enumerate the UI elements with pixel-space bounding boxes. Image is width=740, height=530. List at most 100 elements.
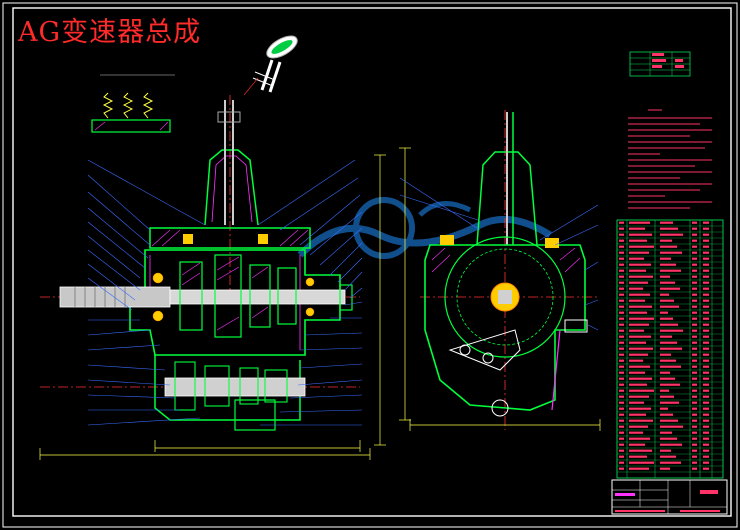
parts-list-cell-text	[629, 263, 651, 266]
parts-list-cell-text	[629, 467, 649, 470]
parts-list-cell-text	[692, 389, 697, 392]
parts-list-cell-text	[619, 227, 624, 230]
parts-list-cell-text	[619, 401, 624, 404]
parts-list-cell-text	[619, 341, 624, 344]
parts-list-cell-text	[629, 443, 645, 446]
parts-list-cell-text	[660, 257, 671, 260]
parts-list-cell-text	[619, 233, 624, 236]
parts-list-table	[616, 219, 724, 479]
parts-list-cell-text	[629, 299, 645, 302]
parts-list-cell-text	[692, 263, 697, 266]
parts-list-cell-text	[629, 461, 654, 464]
parts-list-cell-text	[703, 353, 709, 356]
parts-list-cell-text	[660, 293, 669, 296]
parts-list-cell-text	[660, 419, 678, 422]
parts-list-cell-text	[619, 323, 624, 326]
parts-list-cell-text	[629, 419, 653, 422]
parts-list-cell-text	[692, 359, 697, 362]
parts-list-cell-text	[703, 275, 709, 278]
parts-list-cell-text	[660, 287, 680, 290]
parts-list-cell-text	[703, 305, 709, 308]
parts-list-cell-text	[660, 335, 672, 338]
parts-list-cell-text	[692, 425, 697, 428]
parts-list-cell-text	[629, 371, 645, 374]
parts-list-cell-text	[619, 239, 624, 242]
parts-list-cell-text	[660, 227, 678, 230]
parts-list-cell-text	[660, 329, 683, 332]
shift-knob-detail	[243, 35, 298, 96]
parts-list-cell-text	[619, 317, 624, 320]
parts-list-cell-text	[692, 461, 697, 464]
parts-list-cell-text	[692, 299, 697, 302]
parts-list-cell-text	[619, 467, 624, 470]
parts-list-cell-text	[660, 413, 673, 416]
parts-list-cell-text	[703, 245, 709, 248]
parts-list-cell-text	[703, 407, 709, 410]
parts-list-cell-text	[692, 233, 697, 236]
parts-list-cell-text	[660, 317, 673, 320]
parts-list-cell-text	[692, 293, 697, 296]
parts-list-cell-text	[619, 269, 624, 272]
parts-list-cell-text	[629, 413, 646, 416]
parts-list-cell-text	[629, 221, 650, 224]
parts-list-cell-text	[703, 341, 709, 344]
parts-list-cell-text	[692, 395, 697, 398]
parts-list-cell-text	[619, 431, 624, 434]
parts-list-cell-text	[660, 365, 681, 368]
parts-list-cell-text	[619, 287, 624, 290]
parts-list-cell-text	[660, 371, 670, 374]
parts-list-cell-text	[703, 257, 709, 260]
parts-list-cell-text	[629, 365, 650, 368]
parts-list-cell-text	[660, 305, 679, 308]
parts-list-cell-text	[692, 467, 697, 470]
parts-list-cell-text	[629, 245, 654, 248]
parts-list-cell-text	[629, 287, 643, 290]
parts-list-cell-text	[703, 395, 709, 398]
parts-list-cell-text	[660, 263, 676, 266]
parts-list-cell-text	[660, 347, 682, 350]
parts-list-cell-text	[692, 437, 697, 440]
parts-list-cell-text	[619, 359, 624, 362]
parts-list-cell-text	[660, 299, 674, 302]
parts-list-cell-text	[629, 401, 644, 404]
parts-list-cell-text	[660, 425, 683, 428]
parts-list-cell-text	[619, 275, 624, 278]
technical-parameter-table	[629, 51, 691, 77]
leader-lines-right	[257, 159, 363, 426]
parts-list-cell-text	[703, 431, 709, 434]
parts-list-cell-text	[660, 251, 682, 254]
parts-list-cell-text	[660, 377, 675, 380]
parts-list-cell-text	[703, 413, 709, 416]
parts-list-cell-text	[660, 383, 680, 386]
parts-list-cell-text	[629, 239, 647, 242]
parts-list-cell-text	[629, 293, 650, 296]
parts-list-cell-text	[619, 281, 624, 284]
parts-list-cell-text	[660, 401, 679, 404]
parts-list-cell-text	[692, 251, 697, 254]
parts-list-cell-text	[660, 467, 670, 470]
parts-list-cell-text	[660, 281, 675, 284]
parts-list-cell-text	[692, 449, 697, 452]
parts-list-cell-text	[703, 365, 709, 368]
parts-list-cell-text	[660, 359, 676, 362]
parts-list-cell-text	[692, 275, 697, 278]
parts-list-cell-text	[629, 341, 646, 344]
parts-list-cell-text	[692, 329, 697, 332]
parts-list-cell-text	[692, 419, 697, 422]
parts-list-cell-text	[619, 371, 624, 374]
parts-list-cell-text	[692, 317, 697, 320]
parts-list-cell-text	[629, 269, 646, 272]
parts-list-cell-text	[660, 341, 677, 344]
parts-list-cell-text	[703, 467, 709, 470]
parts-list-cell-text	[619, 329, 624, 332]
parts-list-cell-text	[692, 407, 697, 410]
parts-list-cell-text	[660, 443, 682, 446]
parts-list-cell-text	[619, 251, 624, 254]
parts-list-cell-text	[629, 383, 647, 386]
parts-list-cell-text	[660, 239, 672, 242]
parts-list-cell-text	[692, 227, 697, 230]
parts-list-cell-text	[629, 281, 648, 284]
parts-list-cell-text	[629, 407, 651, 410]
parts-list-cell-text	[703, 461, 709, 464]
parts-list-cell-text	[703, 251, 709, 254]
